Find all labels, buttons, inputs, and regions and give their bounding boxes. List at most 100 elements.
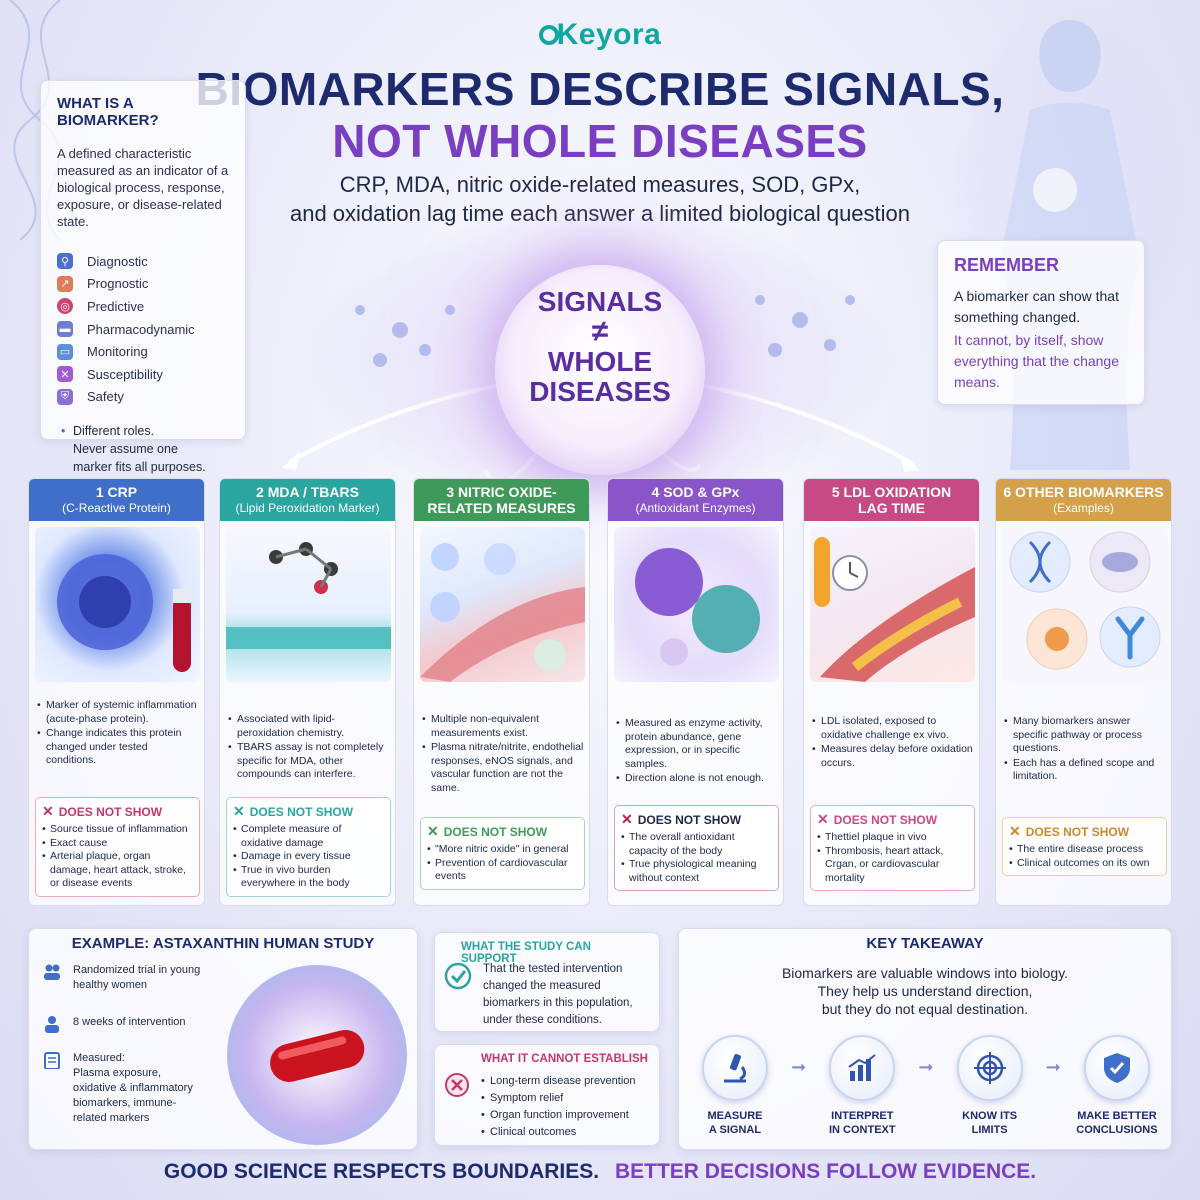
orb-line-3: WHOLE bbox=[547, 346, 653, 377]
x-icon: ✕ bbox=[817, 811, 829, 827]
x-icon: ✕ bbox=[427, 823, 439, 839]
key-takeaway-panel: KEY TAKEAWAY Biomarkers are valuable win… bbox=[678, 928, 1172, 1150]
footer-part-1: GOOD SCIENCE RESPECTS BOUNDARIES. bbox=[163, 1160, 600, 1183]
role-list: ⚲Diagnostic ↗Prognostic ◎Predictive ▬Pha… bbox=[57, 250, 229, 408]
does-not-show-box: ✕DOES NOT SHOW The overall antioxidant c… bbox=[614, 805, 779, 891]
takeaway-title: KEY TAKEAWAY bbox=[866, 935, 984, 952]
capsule-icon bbox=[270, 1029, 365, 1082]
brand-name: Keyora bbox=[556, 18, 662, 51]
card-mda-tbars: 2 MDA / TBARS (Lipid Peroxidation Marker… bbox=[219, 478, 396, 906]
card-bullets: LDL isolated, exposed to oxidative chall… bbox=[812, 715, 974, 771]
example-row-trial: Randomized trial in young healthy women bbox=[43, 963, 203, 993]
card-bullets: Multiple non-equivalent measurements exi… bbox=[422, 713, 584, 796]
remember-panel: REMEMBER A biomarker can show that somet… bbox=[937, 240, 1145, 405]
cannot-title: WHAT IT CANNOT ESTABLISH bbox=[481, 1053, 648, 1065]
footer-part-2: BETTER DECISIONS FOLLOW EVIDENCE. bbox=[614, 1160, 1037, 1183]
does-not-show-box: ✕DOES NOT SHOW The entire disease proces… bbox=[1002, 817, 1167, 876]
role-pharmacodynamic: ▬Pharmacodynamic bbox=[57, 318, 229, 341]
check-circle-icon bbox=[444, 962, 472, 990]
remember-text-2: It cannot, by itself, show everything th… bbox=[954, 332, 1120, 390]
role-prognostic: ↗Prognostic bbox=[57, 273, 229, 296]
does-not-show-box: ✕DOES NOT SHOW Thettiel plaque in vivo T… bbox=[810, 805, 975, 891]
cell-icon bbox=[57, 554, 191, 672]
subtitle-line-2: and oxidation lag time each answer a lim… bbox=[289, 201, 911, 226]
support-text: That the tested intervention changed the… bbox=[483, 963, 633, 1026]
molecule-cluster-icon bbox=[355, 295, 855, 367]
arrow-right-icon: ➞ bbox=[918, 1057, 934, 1077]
takeaway-line-3: but they do not equal destination. bbox=[821, 1001, 1029, 1017]
trend-chart-icon: ↗ bbox=[57, 275, 73, 292]
target-icon: ◎ bbox=[57, 298, 73, 315]
bullet-icon: • bbox=[61, 424, 66, 439]
role-monitoring: ▭Monitoring bbox=[57, 340, 229, 363]
x-icon: ✕ bbox=[621, 811, 633, 827]
card-bullets: Many biomarkers answer specific pathway … bbox=[1004, 715, 1166, 785]
no-bubbles-icon bbox=[420, 543, 585, 682]
orb-line-4: DISEASES bbox=[529, 376, 671, 407]
card-other-biomarkers: 6 OTHER BIOMARKERS (Examples) Many bioma… bbox=[995, 478, 1172, 906]
arrow-right-icon: ➞ bbox=[791, 1057, 807, 1077]
role-diagnostic: ⚲Diagnostic bbox=[57, 250, 229, 273]
enzyme-illustration bbox=[614, 527, 779, 682]
what-is-definition: A defined characteristic measured as an … bbox=[57, 146, 229, 229]
example-row-weeks: 8 weeks of intervention bbox=[43, 1015, 203, 1033]
person-icon bbox=[45, 1016, 59, 1033]
takeaway-line-2: They help us understand direction, bbox=[817, 983, 1033, 999]
study-support-panel: WHAT THE STUDY CAN SUPPORT That the test… bbox=[434, 932, 660, 1032]
x-icon: ✕ bbox=[233, 803, 245, 819]
card-nitric-oxide: 3 NITRIC OXIDE- RELATED MEASURES Multipl… bbox=[413, 478, 590, 906]
what-is-title: WHAT IS A BIOMARKER? bbox=[57, 95, 159, 129]
astaxanthin-capsule-illustration bbox=[227, 965, 407, 1145]
card-header: 1 CRP (C-Reactive Protein) bbox=[29, 479, 204, 521]
examples-illustration bbox=[1002, 527, 1167, 682]
card-header: 5 LDL OXIDATION LAG TIME bbox=[804, 479, 979, 521]
role-susceptibility: ✕Susceptibility bbox=[57, 363, 229, 386]
bar-chart-icon bbox=[848, 1054, 876, 1081]
roles-note: • Different roles. Never assume one mark… bbox=[61, 424, 206, 475]
example-row-measured: Measured: Plasma exposure, oxidative & i… bbox=[43, 1051, 203, 1126]
card-bullets: Measured as enzyme activity, protein abu… bbox=[616, 717, 778, 787]
support-title: WHAT THE STUDY CAN SUPPORT bbox=[461, 941, 591, 965]
x-icon: ✕ bbox=[1009, 823, 1021, 839]
pill-icon: ▬ bbox=[57, 321, 73, 338]
remember-title: REMEMBER bbox=[954, 255, 1060, 275]
card-header: 4 SOD & GPx (Antioxidant Enzymes) bbox=[608, 479, 783, 521]
cannot-establish-panel: WHAT IT CANNOT ESTABLISH Long-term disea… bbox=[434, 1044, 660, 1146]
signals-orb: SIGNALS ≠ WHOLE DISEASES bbox=[495, 265, 705, 475]
artery-illustration bbox=[810, 527, 975, 682]
card-header: 2 MDA / TBARS (Lipid Peroxidation Marker… bbox=[220, 479, 395, 521]
card-header: 3 NITRIC OXIDE- RELATED MEASURES bbox=[414, 479, 589, 521]
arrow-right-icon: ➞ bbox=[1045, 1057, 1061, 1077]
card-sod-gpx: 4 SOD & GPx (Antioxidant Enzymes) Measur… bbox=[607, 478, 784, 906]
crosshair-icon bbox=[973, 1052, 1006, 1084]
crp-cell-illustration bbox=[35, 527, 200, 682]
example-panel: EXAMPLE: ASTAXANTHIN HUMAN STUDY Randomi… bbox=[28, 928, 418, 1150]
card-ldl-oxidation: 5 LDL OXIDATION LAG TIME LDL isolated, e… bbox=[803, 478, 980, 906]
key-logo-icon bbox=[538, 25, 559, 45]
magnifier-icon: ⚲ bbox=[57, 253, 73, 270]
dna-icon: ✕ bbox=[57, 366, 73, 383]
x-icon: ✕ bbox=[42, 803, 54, 819]
example-icons bbox=[1009, 531, 1161, 670]
remember-text-1: A biomarker can show that something chan… bbox=[954, 288, 1119, 325]
example-details: Randomized trial in young healthy women … bbox=[43, 963, 203, 1126]
does-not-show-box: ✕DOES NOT SHOW Complete measure of oxida… bbox=[226, 797, 391, 897]
card-bullets: Marker of systemic inflammation (acute-p… bbox=[37, 699, 199, 769]
title-line-1: BIOMARKERS DESCRIBE SIGNALS, bbox=[195, 63, 1005, 115]
role-predictive: ◎Predictive bbox=[57, 295, 229, 318]
card-bullets: Associated with lipid-peroxidation chemi… bbox=[228, 713, 390, 783]
shield-check-icon bbox=[1103, 1053, 1130, 1083]
card-crp: 1 CRP (C-Reactive Protein) Marker of sys… bbox=[28, 478, 205, 906]
monitor-icon: ▭ bbox=[57, 343, 73, 360]
role-safety: ⛨Safety bbox=[57, 386, 229, 409]
people-icon bbox=[44, 964, 60, 980]
molecule-icon bbox=[226, 542, 391, 649]
blood-vessel-illustration bbox=[420, 527, 585, 682]
card-header: 6 OTHER BIOMARKERS (Examples) bbox=[996, 479, 1171, 521]
lipid-membrane-illustration bbox=[226, 527, 391, 682]
example-title: EXAMPLE: ASTAXANTHIN HUMAN STUDY bbox=[71, 935, 375, 952]
x-circle-icon bbox=[445, 1073, 469, 1097]
